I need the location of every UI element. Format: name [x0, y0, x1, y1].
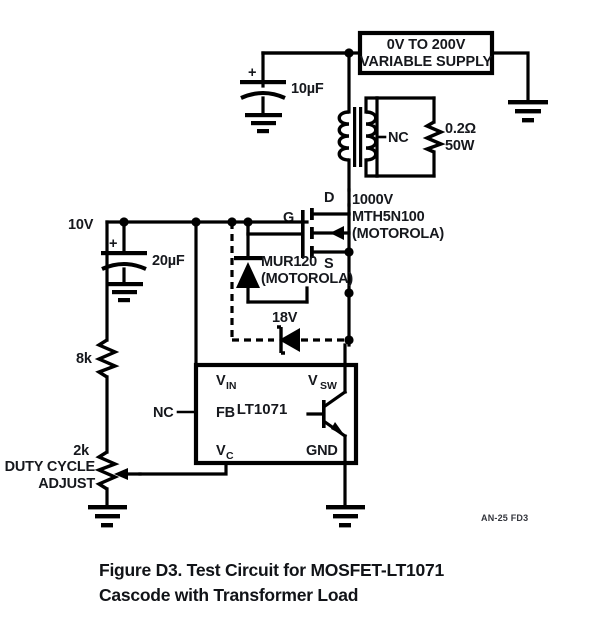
figure-caption-line1: Figure D3. Test Circuit for MOSFET-LT107… [99, 560, 444, 580]
cap-10uf-polarity: + [248, 65, 256, 81]
lt1071-pin-fb: FB [216, 405, 235, 421]
junction-mosfet-source [344, 247, 354, 257]
mosfet-source-label: S [324, 256, 334, 272]
junction-zener-source [344, 335, 354, 345]
ground-symbol-potentiometer [88, 505, 127, 528]
potentiometer-value-label: 2k [73, 443, 90, 459]
lt1071-part-label: LT1071 [237, 401, 288, 418]
transformer-nc-label: NC [388, 130, 409, 146]
diode-mur120-anode-triangle [236, 262, 260, 288]
diode-mur120-cathode-bar [234, 256, 263, 261]
diode-mur120 [234, 220, 309, 304]
lt1071-pin-vsw-sub: SW [320, 380, 337, 392]
wire-vc-to-pot [138, 461, 228, 476]
duty-cycle-label-line1: DUTY CYCLE [5, 459, 96, 475]
lt1071-pin-gnd: GND [306, 443, 338, 459]
zener-anode-triangle [279, 328, 300, 352]
duty-cycle-label-line2: ADJUST [38, 476, 95, 492]
ground-symbol-ic [326, 505, 365, 528]
transformer-core [353, 107, 363, 167]
transformer-primary-winding [337, 110, 351, 192]
potentiometer-2k [94, 450, 142, 507]
cap-10uf-value: 10µF [291, 81, 324, 97]
zener-diode-18v [277, 325, 300, 355]
capacitor-20uf [101, 220, 147, 286]
reference-tag: AN-25 FD3 [481, 513, 528, 523]
lt1071-pin-vin: V [216, 373, 226, 389]
lt1071-pin-vc-sub: C [226, 450, 234, 462]
ground-symbol-cap-20uf [106, 282, 143, 303]
load-resistor-value: 0.2Ω [445, 121, 477, 137]
mosfet-gate-label: G [283, 210, 294, 226]
supply-label-line2: VARIABLE SUPPLY [360, 54, 493, 70]
ground-symbol-cap-10uf [245, 113, 282, 134]
cap-20uf-polarity: + [109, 236, 117, 252]
figure-caption-line2: Cascode with Transformer Load [99, 584, 359, 605]
rail-voltage-label: 10V [68, 217, 94, 233]
lt1071-pin-vin-sub: IN [226, 380, 237, 392]
diode-part-label: MUR120 [261, 254, 317, 270]
capacitor-10uf-curved-plate [240, 91, 286, 100]
mosfet-part-label: MTH5N100 [352, 209, 425, 225]
wire-supply-right [490, 51, 530, 102]
mosfet-drain-label: D [324, 190, 334, 206]
resistor-load-0r2 [422, 120, 446, 154]
potentiometer-wiper-arrow [114, 468, 128, 480]
zener-value-label: 18V [272, 310, 298, 326]
resistor-8k-label: 8k [76, 351, 93, 367]
resistor-8k [94, 338, 120, 454]
ground-symbol-supply [508, 100, 548, 123]
diode-vendor-label: (MOTOROLA) [261, 271, 353, 287]
lt1071-pin-vc: V [216, 443, 226, 459]
cap-20uf-value: 20µF [152, 253, 185, 269]
supply-label-line1: 0V TO 200V [387, 37, 466, 53]
figure-caption: Figure D3. Test Circuit for MOSFET-LT107… [99, 558, 559, 608]
lt1071-pin-vsw: V [308, 373, 318, 389]
capacitor-20uf-curved-plate [101, 262, 147, 271]
junction-top-rail [344, 48, 354, 58]
transistor-emitter-arrow [331, 422, 345, 436]
lt1071-ic-body [193, 362, 359, 466]
mosfet-voltage-label: 1000V [352, 192, 393, 208]
transformer-secondary-winding [364, 96, 379, 178]
lt1071-fb-nc-label: NC [153, 405, 174, 421]
load-resistor-power: 50W [445, 138, 475, 154]
mosfet-vendor-label: (MOTOROLA) [352, 226, 444, 242]
lt1071-internal-transistor [306, 343, 348, 465]
mosfet-body-diode-arrow [330, 226, 344, 240]
capacitor-10uf [240, 80, 286, 117]
